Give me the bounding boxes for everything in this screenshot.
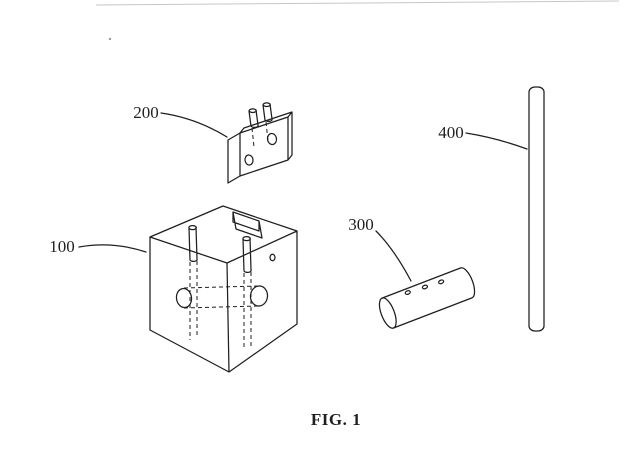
cylinder-hole-2 <box>421 284 429 290</box>
block-right-hole <box>249 285 269 307</box>
block-hidden-lines <box>183 261 259 348</box>
block-pin2-top <box>242 235 251 242</box>
rod-outline <box>528 86 545 332</box>
block-left-hole <box>175 287 193 309</box>
scan-artifact-line <box>95 0 620 6</box>
bracket-hole-right <box>266 132 278 146</box>
block-outline <box>149 205 298 373</box>
bracket-outline <box>227 103 293 184</box>
leader-line-200 <box>160 112 228 138</box>
block-small-hole <box>269 253 276 262</box>
cylinder-hole-1 <box>404 290 411 295</box>
bracket-pin2-top <box>262 102 271 108</box>
leader-line-400 <box>465 132 528 150</box>
part-block-100 <box>149 205 298 373</box>
leader-line-100 <box>78 244 147 253</box>
ref-label-300: 300 <box>348 215 374 234</box>
scan-artifact-speck <box>108 37 112 41</box>
cylinder-outline <box>381 267 476 329</box>
bracket-pin1-top <box>248 108 257 114</box>
ref-label-100: 100 <box>49 237 75 256</box>
cylinder-end-face <box>378 297 397 329</box>
part-cylinder-300 <box>378 267 476 329</box>
figure-caption: FIG. 1 <box>311 410 361 429</box>
leader-line-300 <box>375 230 412 282</box>
bracket-hidden-lines <box>251 121 269 148</box>
ref-label-400: 400 <box>438 123 464 142</box>
part-bracket-200 <box>227 102 293 184</box>
block-pin1-top <box>188 224 197 231</box>
part-rod-400 <box>528 86 545 332</box>
cylinder-hole-3 <box>438 279 445 285</box>
bracket-hole-left <box>244 154 254 166</box>
ref-label-200: 200 <box>133 103 159 122</box>
